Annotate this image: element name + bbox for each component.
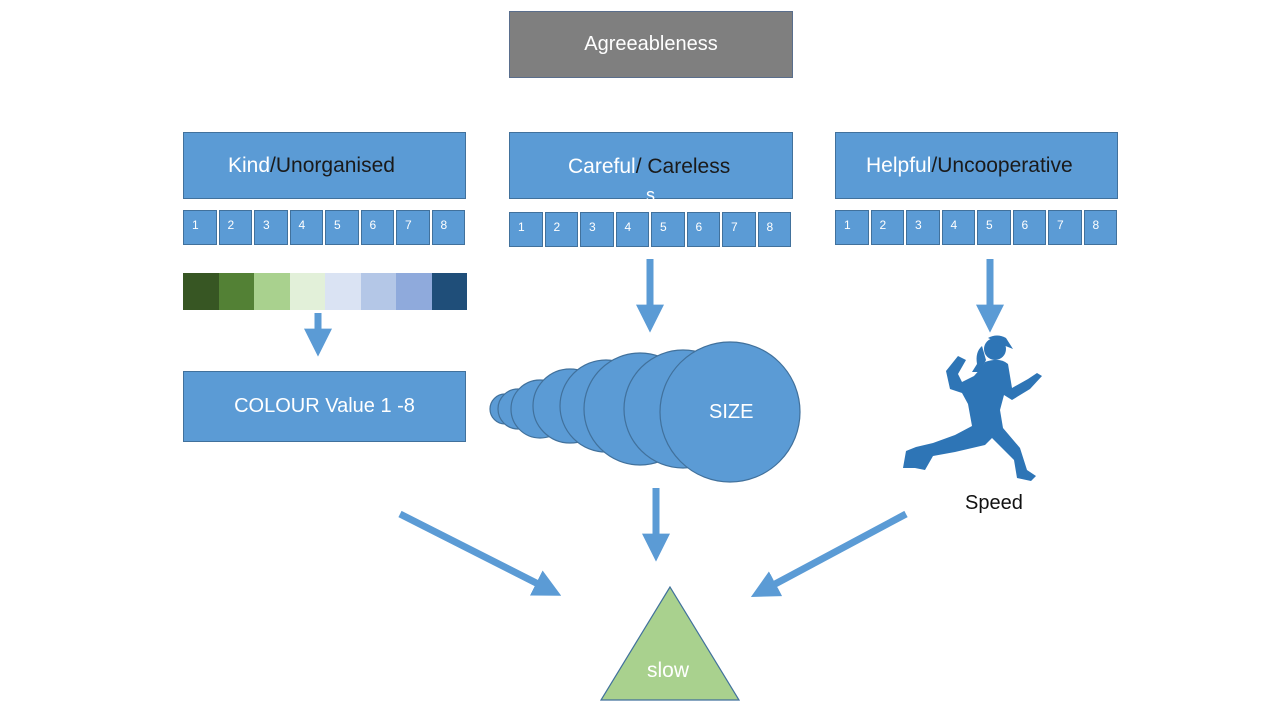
trait-box-kind: Kind/Unorganised <box>183 132 466 199</box>
trait-separator: / <box>931 154 938 177</box>
arrow-left-diagonal <box>398 510 562 596</box>
scale-careful: 1 2 3 4 5 6 7 8 <box>509 212 791 247</box>
trait-box-careful: Careful/ Careless s <box>509 132 793 205</box>
scale-cell: 5 <box>651 212 685 247</box>
colour-swatch <box>325 273 361 310</box>
scale-cell: 1 <box>183 210 217 245</box>
trait-negative: Uncooperative <box>937 154 1073 177</box>
arrow-right-diagonal <box>750 510 908 597</box>
scale-cell: 6 <box>360 210 394 245</box>
scale-cell: 7 <box>722 212 756 247</box>
colour-value-box: COLOUR Value 1 -8 <box>183 371 466 442</box>
scale-cell: 3 <box>906 210 940 245</box>
colour-swatch <box>183 273 219 310</box>
scale-cell: 2 <box>870 210 904 245</box>
title-box: Agreeableness <box>509 11 793 78</box>
scale-cell: 4 <box>941 210 975 245</box>
colour-swatch <box>431 273 467 310</box>
result-triangle <box>599 585 741 701</box>
title-label: Agreeableness <box>584 33 718 55</box>
trait-negative: Unorganised <box>275 154 395 177</box>
scale-cell: 4 <box>615 212 649 247</box>
trait-positive: Careful <box>568 155 636 178</box>
runner-icon <box>903 335 1042 481</box>
trait-label-helpful: Helpful/Uncooperative <box>866 154 1073 178</box>
size-circle-8 <box>659 341 801 483</box>
result-label: slow <box>647 659 690 682</box>
trait-negative: Careless <box>647 155 731 178</box>
scale-cell: 1 <box>835 210 869 245</box>
trait-box-helpful: Helpful/Uncooperative <box>835 132 1118 199</box>
scale-cell: 1 <box>509 212 543 247</box>
colour-value-label: COLOUR Value 1 -8 <box>234 395 415 417</box>
scale-cell: 5 <box>325 210 359 245</box>
trait-separator: / <box>635 155 648 178</box>
scale-helpful: 1 2 3 4 5 6 7 8 <box>835 210 1117 245</box>
scale-cell: 6 <box>1012 210 1046 245</box>
colour-swatches <box>183 273 467 310</box>
trait-positive: Helpful <box>866 154 932 177</box>
size-circles <box>489 341 801 483</box>
scale-cell: 8 <box>757 212 791 247</box>
scale-cell: 7 <box>396 210 430 245</box>
trait-overflow-text: s <box>646 185 655 205</box>
scale-cell: 2 <box>544 212 578 247</box>
colour-swatch <box>218 273 254 310</box>
scale-cell: 8 <box>431 210 465 245</box>
speed-label: Speed <box>965 492 1023 514</box>
trait-separator: / <box>270 154 276 177</box>
scale-kind: 1 2 3 4 5 6 7 8 <box>183 210 465 245</box>
trait-label-kind: Kind/Unorganised <box>228 154 395 178</box>
scale-cell: 5 <box>977 210 1011 245</box>
size-label: SIZE <box>709 401 754 423</box>
scale-cell: 3 <box>580 212 614 247</box>
colour-swatch <box>360 273 396 310</box>
scale-cell: 2 <box>218 210 252 245</box>
scale-cell: 4 <box>289 210 323 245</box>
trait-label-careful: Careful/ Careless <box>568 155 730 179</box>
colour-swatch <box>396 273 432 310</box>
scale-cell: 3 <box>254 210 288 245</box>
colour-swatch <box>254 273 290 310</box>
trait-positive: Kind <box>228 154 271 177</box>
scale-cell: 6 <box>686 212 720 247</box>
scale-cell: 8 <box>1083 210 1117 245</box>
colour-swatch <box>289 273 325 310</box>
scale-cell: 7 <box>1048 210 1082 245</box>
